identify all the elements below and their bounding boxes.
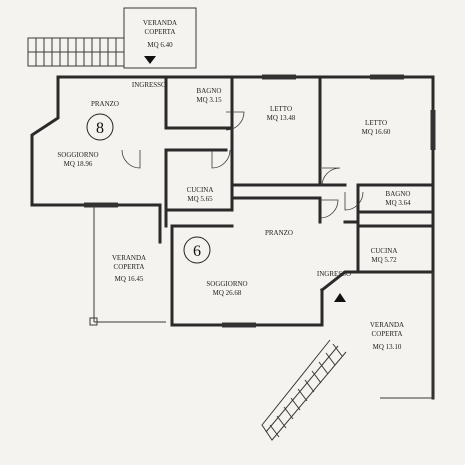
- veranda-left-area: MQ 16.45: [115, 275, 144, 283]
- soggiorno-center-label: SOGGIORNO: [206, 280, 247, 288]
- bagno-right-label: BAGNO: [386, 190, 411, 198]
- bagno-right-area: MQ 3.64: [385, 199, 411, 207]
- ingresso-right-label: INGRESSO: [317, 270, 351, 278]
- veranda-right-area: MQ 13.10: [373, 343, 402, 351]
- top-veranda: [123, 7, 197, 69]
- interior-walls: [164, 75, 435, 272]
- letto-a-label: LETTO: [270, 105, 292, 113]
- soggiorno-left-label: SOGGIORNO: [57, 151, 98, 159]
- right-veranda: [334, 272, 434, 399]
- soggiorno-left-area: MQ 18.96: [64, 160, 93, 168]
- bagno-top-area: MQ 3.15: [196, 96, 222, 104]
- veranda-left-label-1: VERANDA: [112, 254, 146, 262]
- cucina-left-area: MQ 5.65: [187, 195, 213, 203]
- veranda-top-label-2: COPERTA: [145, 28, 176, 36]
- left-veranda: [89, 205, 166, 326]
- soggiorno-center-area: MQ 26.68: [213, 289, 242, 297]
- doors: [121, 111, 364, 219]
- ingresso-top-label: INGRESSO: [132, 81, 166, 89]
- veranda-left-label-2: COPERTA: [114, 263, 145, 271]
- unit-6-number: 6: [193, 243, 201, 260]
- unit-8-number: 8: [96, 120, 104, 137]
- pranzo-left-label: PRANZO: [91, 100, 119, 108]
- unit-8-circle: [86, 113, 114, 141]
- veranda-right-label-2: COPERTA: [372, 330, 403, 338]
- entrance-arrow-up: [334, 293, 346, 302]
- cucina-left-label: CUCINA: [187, 186, 214, 194]
- letto-b-label: LETTO: [365, 119, 387, 127]
- letto-b-area: MQ 16.60: [362, 128, 391, 136]
- cucina-right-area: MQ 5.72: [371, 256, 397, 264]
- bagno-top-label: BAGNO: [197, 87, 222, 95]
- veranda-top-area: MQ 6.40: [147, 41, 173, 49]
- entrance-arrow-down: [144, 56, 156, 64]
- letto-a-area: MQ 13.48: [267, 114, 296, 122]
- top-stair: [27, 37, 125, 67]
- unit-6-circle: [183, 236, 211, 264]
- veranda-top-label-1: VERANDA: [143, 19, 177, 27]
- cucina-right-label: CUCINA: [371, 247, 398, 255]
- windows: [84, 74, 436, 328]
- right-stair: [261, 339, 347, 441]
- pranzo-center-label: PRANZO: [265, 229, 293, 237]
- veranda-right-label-1: VERANDA: [370, 321, 404, 329]
